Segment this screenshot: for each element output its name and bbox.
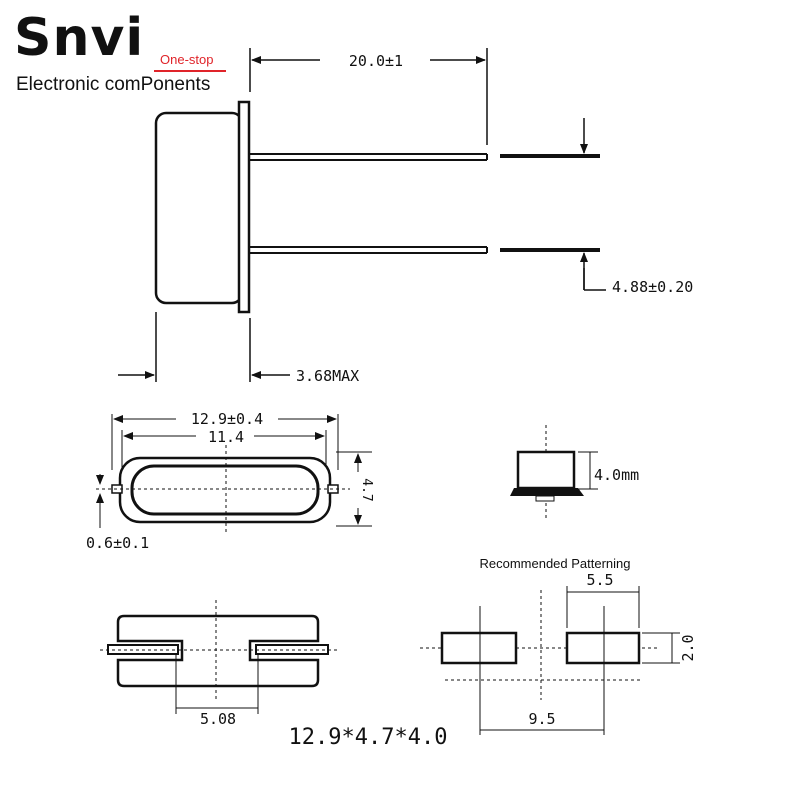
pad-length-label: 5.5 <box>586 571 613 589</box>
width-label: 4.7 <box>359 478 374 501</box>
overall-length-label: 12.9±0.4 <box>191 410 263 428</box>
brand-tagline: One-stop <box>160 52 214 67</box>
height-view: 4.0mm <box>510 425 639 518</box>
crystal-profile <box>516 450 576 490</box>
brand-subtitle: Electronic comPonents <box>16 74 211 95</box>
inner-length-label: 11.4 <box>208 428 244 446</box>
side-view: 20.0±1 4.88±0.20 3.68MAX <box>118 48 693 385</box>
crystal-flange <box>237 100 251 314</box>
crystal-body <box>154 111 244 305</box>
pad-pitch-label: 9.5 <box>528 710 555 728</box>
height-label: 4.0mm <box>594 466 639 484</box>
crystal-top-inner <box>130 464 320 516</box>
pad-right <box>565 631 641 665</box>
lead-length-label: 20.0±1 <box>349 52 403 70</box>
patterning-view: Recommended Patterning 5.5 2.0 9.5 <box>420 556 697 735</box>
smd-body <box>116 614 320 688</box>
size-label: 12.9*4.7*4.0 <box>289 725 448 750</box>
pad-height-label: 2.0 <box>679 634 697 661</box>
brand-name: Snvi <box>14 8 145 68</box>
pad-left <box>440 631 518 665</box>
top-view: 12.9±0.4 11.4 4.7 0.6±0.1 <box>86 410 374 552</box>
lead-spacing-label: 4.88±0.20 <box>612 278 693 296</box>
brand-logo: Snvi One-stop Electronic comPonents <box>14 8 244 98</box>
lead-pitch-label: 5.08 <box>200 710 236 728</box>
brand-underline <box>154 70 226 72</box>
body-thickness-label: 3.68MAX <box>296 367 359 385</box>
smd-view: 5.08 <box>100 600 340 728</box>
patterning-title: Recommended Patterning <box>479 556 630 571</box>
crystal-base <box>510 488 584 496</box>
lead-diameter-label: 0.6±0.1 <box>86 534 149 552</box>
